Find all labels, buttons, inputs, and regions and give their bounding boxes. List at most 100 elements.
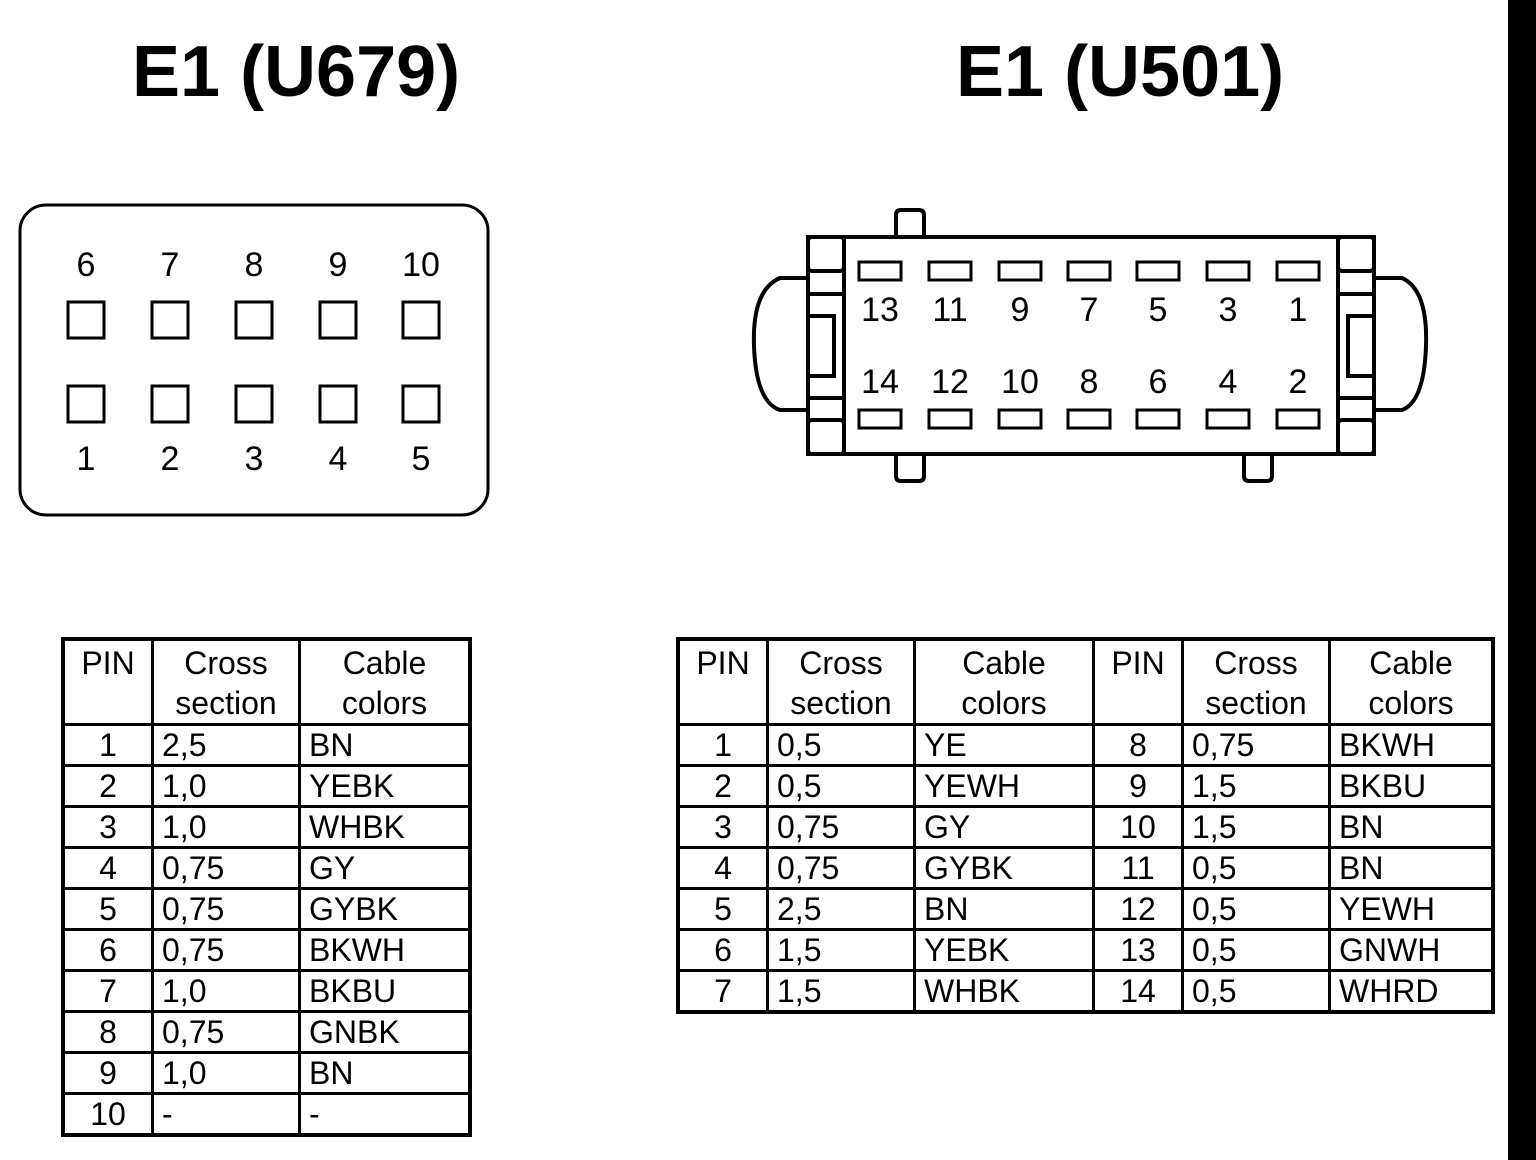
pin-number-cell: 7 [676,969,769,1014]
pin-slot-top [1066,260,1112,282]
pin-label-bottom: 3 [245,440,264,478]
pin-number-cell: 1 [676,723,769,767]
pin-label-bottom: 4 [1219,363,1238,401]
cross-section-cell: 0,75 [766,846,916,890]
cable-color-cell: BN [1328,805,1495,849]
cable-color-cell: BKBU [298,969,472,1013]
pin-cavity-top [318,300,358,340]
connector-title-u679: E1 (U679) [132,32,461,112]
connector-u679 [18,203,490,517]
pin-label-top: 9 [1011,291,1030,329]
cable-color-cell: BKBU [1328,764,1495,808]
header-cross-section-2: Cross section [1181,637,1331,726]
cable-color-cell: YEBK [298,764,472,808]
pin-label-bottom: 12 [931,363,969,401]
pin-number-cell: 8 [61,1010,154,1054]
pin-number-cell: 13 [1092,928,1184,972]
pin-label-top: 7 [1080,291,1099,329]
cable-color-cell: BKWH [298,928,472,972]
connector-u501-tab-bottom-right [1242,454,1274,483]
right-edge-bar [1508,0,1536,1160]
connector-u501-tab-bottom-left [894,454,926,483]
cable-color-cell: GY [913,805,1095,849]
pin-label-top: 11 [932,291,967,329]
pin-label-top: 8 [245,246,264,284]
pin-table-u501: PIN Cross section Cable colors PIN Cross… [676,637,1495,1014]
pin-number-cell: 10 [61,1092,154,1137]
cable-color-cell: YEWH [1328,887,1495,931]
pin-label-bottom: 4 [329,440,348,478]
pin-slot-top [1275,260,1321,282]
pin-number-cell: 7 [61,969,154,1013]
cross-section-cell: 0,75 [151,1010,301,1054]
pin-number-cell: 3 [676,805,769,849]
pin-cavity-top [66,300,106,340]
cable-color-cell: GNBK [298,1010,472,1054]
cross-section-cell: 0,75 [151,928,301,972]
cross-section-cell: 0,75 [766,805,916,849]
pin-slot-bottom [1066,408,1112,430]
cable-color-cell: BN [1328,846,1495,890]
pin-label-bottom: 1 [77,440,96,478]
header-cable-colors: Cable colors [298,637,472,726]
table-header-row: PIN Cross section Cable colors [61,637,472,726]
cross-section-cell: 1,5 [766,969,916,1014]
cable-color-cell: GY [298,846,472,890]
connector-u501-tab-top [894,208,926,236]
pin-number-cell: 10 [1092,805,1184,849]
pin-label-bottom: 10 [1001,363,1039,401]
pin-number-cell: 6 [61,928,154,972]
pin-slot-bottom [1135,408,1181,430]
connector-u501-latch-left [751,276,808,412]
pin-number-cell: 4 [61,846,154,890]
cross-section-cell: 0,5 [1181,846,1331,890]
pin-number-cell: 12 [1092,887,1184,931]
pin-label-top: 5 [1149,291,1168,329]
pin-label-top: 7 [161,246,180,284]
pin-label-top: 3 [1219,291,1238,329]
pin-slot-bottom [1205,408,1251,430]
pin-cavity-top [234,300,274,340]
connector-u501-latch-right [1374,276,1429,412]
pin-label-top: 6 [77,246,96,284]
pin-slot-top [1205,260,1251,282]
pin-number-cell: 2 [61,764,154,808]
cross-section-cell: 0,75 [1181,723,1331,767]
cable-color-cell: GNWH [1328,928,1495,972]
pin-label-top: 13 [861,291,899,329]
cable-color-cell: YEWH [913,764,1095,808]
cross-section-cell: 0,5 [766,764,916,808]
header-cross-section: Cross section [151,637,301,726]
cross-section-cell: 1,5 [1181,764,1331,808]
cross-section-cell: 2,5 [151,723,301,767]
cable-color-cell: BKWH [1328,723,1495,767]
cross-section-cell: 0,5 [1181,928,1331,972]
cross-section-cell: 0,75 [151,846,301,890]
pin-number-cell: 4 [676,846,769,890]
pin-label-bottom: 6 [1149,363,1168,401]
header-pin: PIN [61,637,154,726]
pin-number-cell: 3 [61,805,154,849]
table-header-row: PIN Cross section Cable colors PIN Cross… [676,637,1495,726]
pin-label-bottom: 2 [161,440,180,478]
pin-number-cell: 1 [61,723,154,767]
pin-label-top: 10 [402,246,440,284]
pin-cavity-bottom [150,384,190,424]
pin-slot-top [927,260,973,282]
cable-color-cell: WHBK [298,805,472,849]
cable-color-cell: BN [913,887,1095,931]
